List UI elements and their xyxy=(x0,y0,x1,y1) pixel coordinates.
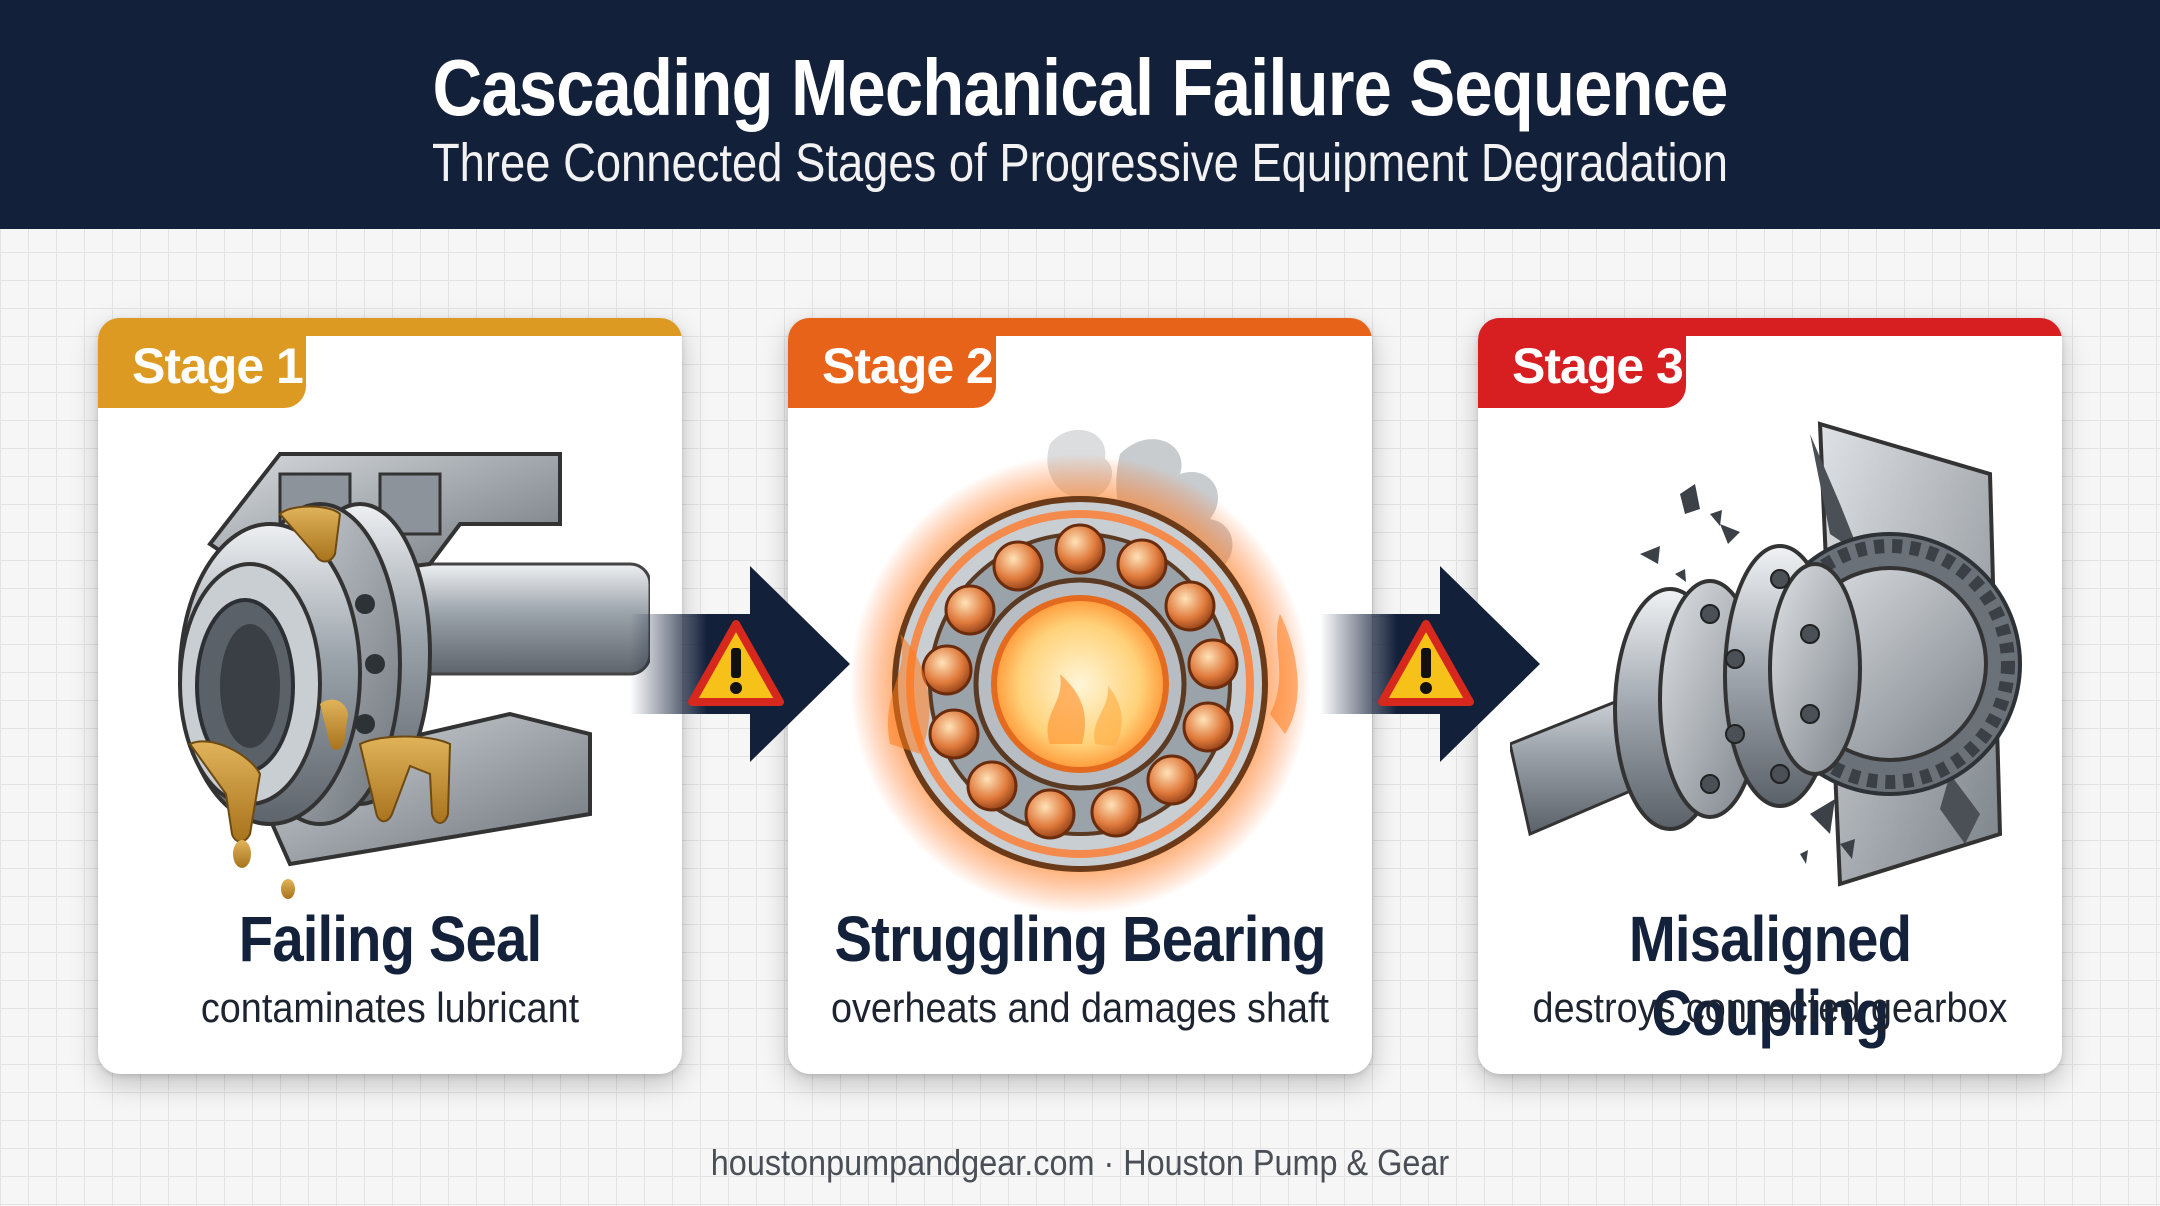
stage-description: overheats and damages shaft xyxy=(830,984,1330,1031)
warning-icon xyxy=(688,620,784,706)
stage-badge: Stage 2 xyxy=(788,318,996,408)
stage-badge: Stage 1 xyxy=(98,318,306,408)
stage-card-2: Stage 2 xyxy=(788,318,1372,1074)
stage-badge: Stage 3 xyxy=(1478,318,1686,408)
page-subtitle: Three Connected Stages of Progressive Eq… xyxy=(431,133,1729,193)
stage-card-1: Stage 1 xyxy=(98,318,682,1074)
stage-title: Misaligned Coupling xyxy=(1628,903,1912,1049)
overheating-bearing-icon xyxy=(850,429,1310,914)
stage-description: destroys connected gearbox xyxy=(1532,984,2008,1031)
footer-credit: houstonpumpandgear.com · Houston Pump & … xyxy=(710,1142,1450,1183)
warning-icon xyxy=(1378,620,1474,706)
page-title: Cascading Mechanical Failure Sequence xyxy=(432,43,1729,132)
connector-arrow-2 xyxy=(1320,566,1540,762)
leaking-seal-icon xyxy=(178,452,650,899)
connector-arrow-1 xyxy=(630,566,850,762)
stage-title: Failing Seal xyxy=(238,903,542,975)
header-banner: Cascading Mechanical Failure Sequence Th… xyxy=(0,0,2160,229)
stage-card-3: Stage 3 xyxy=(1478,318,2062,1074)
broken-gearbox-coupling-icon xyxy=(1510,421,2022,887)
stage-title: Struggling Bearing xyxy=(834,903,1326,975)
stage-description: contaminates lubricant xyxy=(200,984,580,1031)
